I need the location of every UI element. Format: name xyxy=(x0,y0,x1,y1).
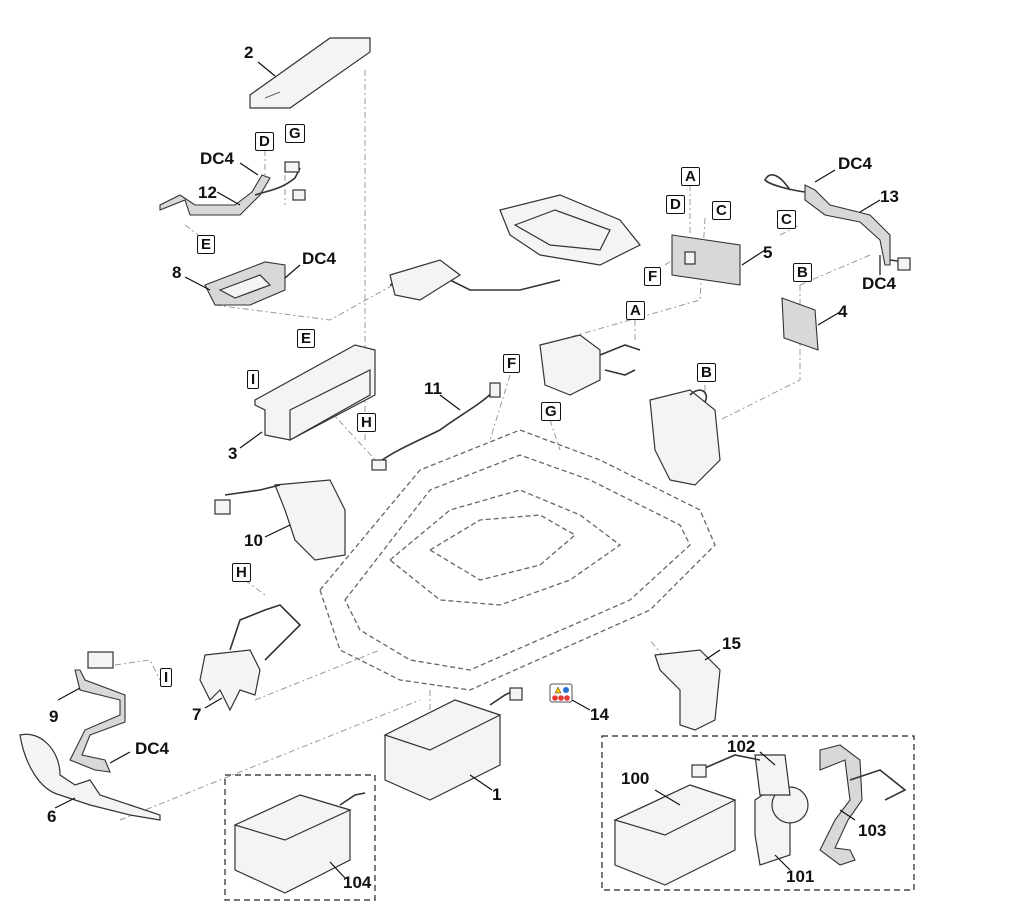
no-riding-icon xyxy=(564,695,570,701)
label-part-104: 104 xyxy=(343,873,372,892)
label-part-3: 3 xyxy=(228,444,238,463)
label-dc4-9: DC4 xyxy=(135,739,170,758)
connector-label-e: E xyxy=(197,235,216,254)
connector-label-g: G xyxy=(285,124,305,143)
part-1-battery xyxy=(383,687,523,801)
connector-label-d: D xyxy=(255,132,274,151)
connector-label-c: C xyxy=(712,201,731,220)
part-12-ribbon xyxy=(159,161,306,216)
connector-label-g-motor: G xyxy=(541,402,561,421)
label-dc4-8: DC4 xyxy=(302,249,337,268)
label-part-9: 9 xyxy=(49,707,59,726)
label-part-7: 7 xyxy=(192,705,202,724)
label-part-11: 11 xyxy=(424,379,442,398)
part-2-cover xyxy=(249,37,371,109)
part-4-pcb xyxy=(781,297,841,351)
connector-label-b-motor: B xyxy=(697,363,716,382)
part-8-bracket xyxy=(184,261,301,306)
part-5-pcb xyxy=(671,234,766,286)
part-11-cable xyxy=(371,382,501,471)
label-part-15: 15 xyxy=(722,634,741,653)
part-15-housing xyxy=(654,649,721,731)
chassis-base xyxy=(319,429,716,691)
connector-label-f: F xyxy=(644,267,662,286)
label-dc4-13-top: DC4 xyxy=(838,154,873,173)
kit-100-103 xyxy=(601,735,915,891)
label-part-10: 10 xyxy=(244,531,263,550)
label-dc4-13-bottom: DC4 xyxy=(862,274,897,293)
connector-label-a-motor: A xyxy=(626,301,645,320)
label-part-102: 102 xyxy=(727,737,756,756)
connector-label-a: A xyxy=(681,167,700,186)
label-part-8: 8 xyxy=(172,263,182,282)
kit-104 xyxy=(224,774,376,901)
part-9-ribbon xyxy=(57,651,131,773)
drive-motor-left xyxy=(539,334,641,396)
connector-label-h-bracket: H xyxy=(232,563,251,582)
part-7-bracket xyxy=(199,604,302,712)
label-part-1: 1 xyxy=(492,785,502,804)
label-part-100: 100 xyxy=(621,769,650,788)
connector-label-c-harness: C xyxy=(777,210,796,229)
connector-label-i-ribbon: I xyxy=(160,668,173,687)
label-part-14: 14 xyxy=(590,705,609,724)
part-10-housing xyxy=(214,479,346,561)
read-manual-icon xyxy=(563,687,569,693)
label-part-103: 103 xyxy=(858,821,887,840)
label-part-13: 13 xyxy=(880,187,899,206)
connector-label-b: B xyxy=(793,263,812,282)
part-6-guard xyxy=(19,733,161,821)
label-part-2: 2 xyxy=(244,43,254,62)
connector-label-d-pcb: D xyxy=(666,195,685,214)
part-13-harness xyxy=(764,169,911,275)
label-part-101: 101 xyxy=(786,867,815,886)
warning-triangle-icon xyxy=(554,686,562,694)
part-3-housing xyxy=(239,344,376,449)
connector-label-f-cable: F xyxy=(503,354,521,373)
no-hands-icon xyxy=(552,695,558,701)
connector-label-h: H xyxy=(357,413,376,432)
label-part-4: 4 xyxy=(838,302,848,321)
label-part-5: 5 xyxy=(763,243,773,262)
label-part-12: 12 xyxy=(198,183,217,202)
part-14-warning-label xyxy=(549,683,591,711)
drive-motor-right xyxy=(649,389,721,486)
connector-label-e-housing: E xyxy=(297,329,316,348)
connector-label-i: I xyxy=(247,370,260,389)
no-feet-icon xyxy=(558,695,564,701)
control-unit xyxy=(389,194,641,301)
label-dc4-12: DC4 xyxy=(200,149,235,168)
label-part-6: 6 xyxy=(47,807,57,826)
